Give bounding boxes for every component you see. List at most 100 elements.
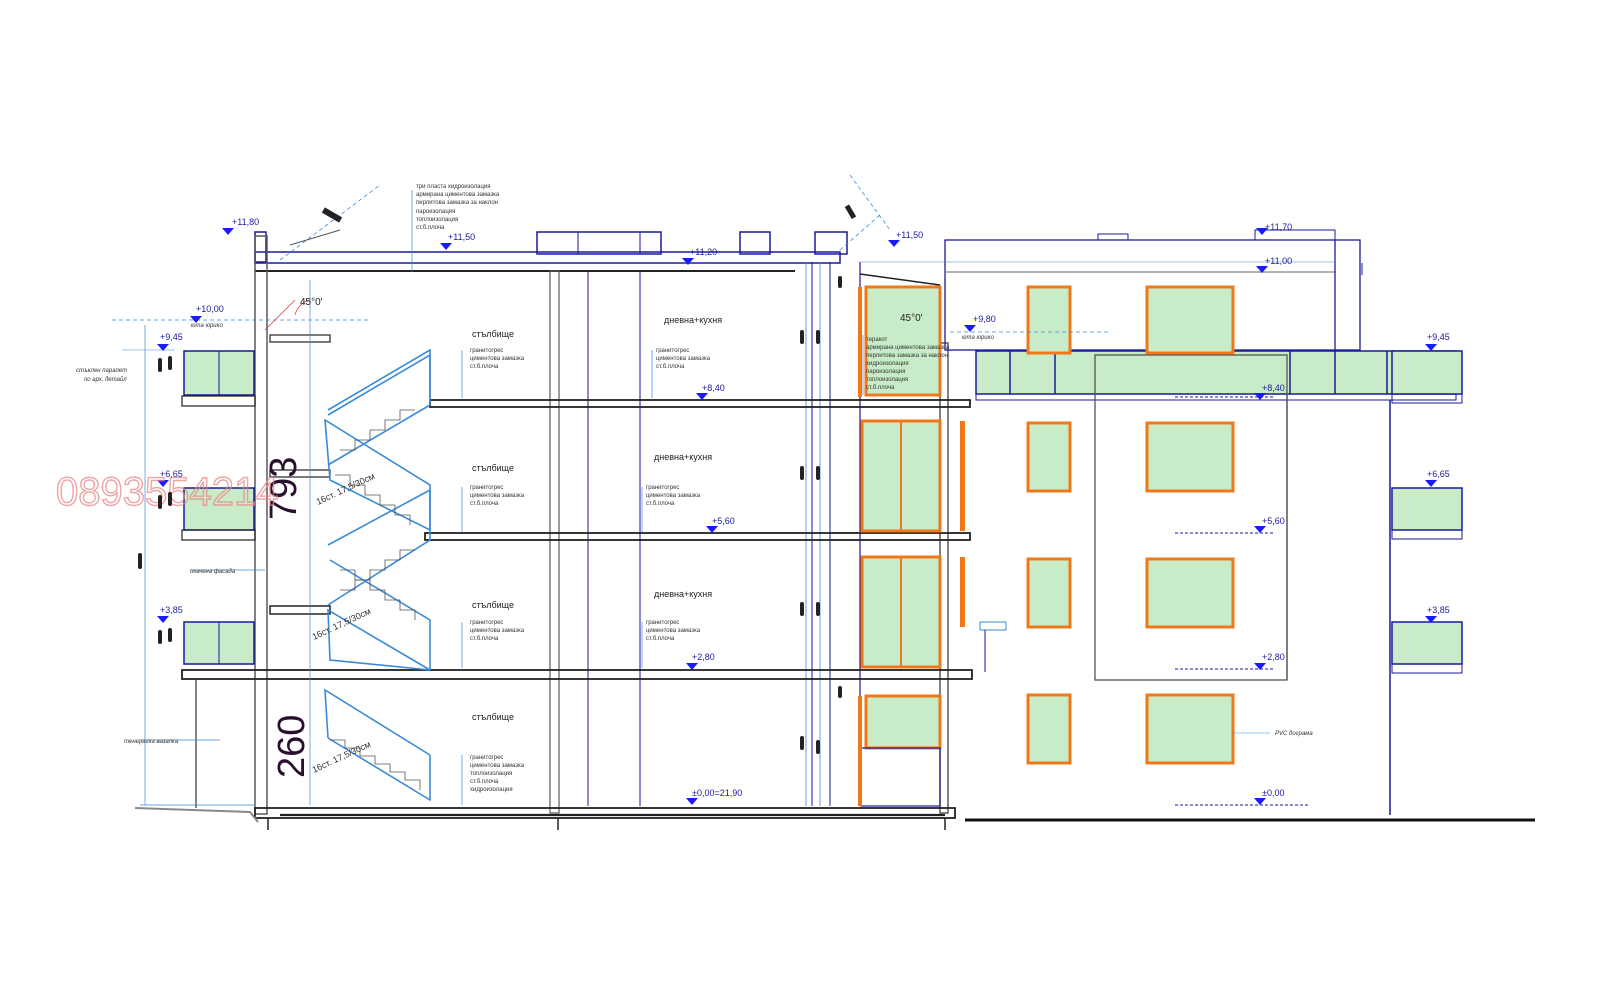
- stairs: [324, 348, 431, 802]
- dimension-ticks: [158, 276, 842, 754]
- elev-balcony-3: [1391, 350, 1463, 395]
- svg-text:циментова замазка: циментова замазка: [470, 356, 525, 362]
- dimension-lines: [264, 190, 864, 805]
- roof-vent: [739, 231, 771, 255]
- level-ground: ±0,00=21,90: [692, 788, 742, 798]
- level-balcony-2-left: +6,65: [160, 469, 183, 479]
- level-floor-1: +2,80: [692, 652, 715, 662]
- level-balcony-2-right: +6,65: [1427, 469, 1450, 479]
- landing-3: [269, 334, 331, 343]
- landing-1: [269, 605, 331, 615]
- room-stair-1: стълбище: [472, 600, 514, 610]
- stair-flight-6: [327, 348, 431, 411]
- svg-text:гранитогрес: гранитогрес: [646, 485, 679, 491]
- glass-parapet-label-2: по арх. детайл: [84, 376, 127, 383]
- angle-left-label: 45°0': [300, 297, 323, 308]
- room-living-1: дневна+кухня: [654, 589, 712, 599]
- svg-text:циментова замазка: циментова замазка: [470, 493, 525, 499]
- glass-parapet-label-1: стъклен парапет: [76, 368, 127, 374]
- left-balconies: [112, 319, 370, 808]
- dimension-height-upper: 793: [263, 457, 305, 520]
- elev-window-large-4: [1145, 285, 1235, 355]
- phone-watermark: 0893554214: [56, 470, 278, 514]
- roof: [254, 174, 941, 286]
- svg-text:теракот: теракот: [866, 337, 888, 343]
- svg-text:топлоизолация: топлоизолация: [470, 771, 512, 777]
- roof-layer-spec: три пласта хидроизолация армирана цимент…: [416, 184, 500, 231]
- elev-balcony-2: [1391, 487, 1463, 531]
- svg-text:циментова замазка: циментова замазка: [646, 628, 701, 634]
- room-labels: стълбище дневна+кухня стълбище дневна+ку…: [472, 315, 722, 722]
- floor-layer-spec-1: гранитогрес циментова замазка ст.б.плоча…: [470, 620, 701, 642]
- stair-spec-2: 16ст. 17,5/30см: [315, 471, 377, 507]
- terrace-layer-spec: теракот армирана циментова замазка перли…: [866, 337, 950, 391]
- level-balcony-1-right: +3,85: [1427, 605, 1450, 615]
- elev-window-large-2: [1145, 557, 1235, 629]
- svg-text:топлоизолация: топлоизолация: [416, 217, 458, 223]
- svg-text:армирана циментова замазка: армирана циментова замазка: [866, 345, 950, 351]
- level-parapet-right: +9,45: [1427, 332, 1450, 342]
- level-roof-right: +11,50: [896, 230, 923, 240]
- roof-parapet-right: [814, 231, 848, 255]
- stair-spec-labels: 16ст. 17,5/30см 16ст. 17,5/30см 16ст. 17…: [311, 471, 377, 775]
- svg-text:гранитогрес: гранитогрес: [656, 348, 689, 354]
- slab-floor-3: [429, 399, 971, 408]
- roof-equipment: [536, 231, 662, 255]
- room-living-3: дневна+кухня: [664, 315, 722, 325]
- stair-flight-4: [324, 418, 431, 532]
- stair-flight-3: [327, 488, 431, 606]
- roof-edge-right-label: юта юрико: [962, 335, 994, 341]
- svg-text:хидроизолация: хидроизолация: [866, 361, 909, 367]
- floor-layer-spec-2: гранитогрес циментова замазка ст.б.плоча…: [470, 485, 701, 507]
- stair-spec-1: 16ст. 17,5/30см: [311, 606, 373, 642]
- roof-edge-left-label: юта юрико: [191, 323, 223, 329]
- level-floor-3: +8,40: [702, 383, 725, 393]
- svg-text:три пласта хидроизолация: три пласта хидроизолация: [416, 184, 491, 190]
- elev-window-large-1: [1145, 693, 1235, 765]
- svg-text:пароизолация: пароизолация: [866, 369, 905, 375]
- level-labels: +11,80 +11,50 +11,20 +11,50 +11,70 +11,0…: [160, 217, 1450, 798]
- annotations: юта юрико юта юрико стъклен парапет по а…: [76, 297, 1313, 745]
- level-roof-slab: +11,20: [690, 247, 717, 257]
- pvc-label: PVC дограма: [1275, 731, 1313, 737]
- room-stair-2: стълбище: [472, 463, 514, 473]
- level-markers: [157, 228, 1437, 805]
- elev-window-small-4: [1026, 285, 1072, 355]
- angle-right-label: 45°0': [900, 313, 923, 324]
- level-elev-floor-2: +5,60: [1262, 516, 1285, 526]
- svg-text:ст.б.плоча: ст.б.плоча: [866, 385, 895, 391]
- level-roof-top: +11,80: [232, 217, 259, 227]
- section-windows: [858, 285, 965, 807]
- pavement-label: тенерагка вазалка: [124, 739, 179, 745]
- svg-text:ст.б.плоча: ст.б.плоча: [470, 636, 499, 642]
- balcony-glass-left-2: [183, 487, 255, 531]
- elev-window-small-2: [1026, 557, 1072, 629]
- svg-text:циментова замазка: циментова замазка: [470, 628, 525, 634]
- level-parapet-left: +9,45: [160, 332, 183, 342]
- elevation-central-block: [1094, 354, 1288, 681]
- section-window-3: [864, 285, 942, 397]
- facade-label: окачена фасада: [190, 569, 236, 575]
- svg-text:хидроизолация: хидроизолация: [470, 787, 513, 793]
- roof-drain-line: [289, 229, 341, 246]
- svg-text:гранитогрес: гранитогрес: [470, 348, 503, 354]
- svg-text:гранитогрес: гранитогрес: [470, 485, 503, 491]
- svg-text:топлоизолация: топлоизолация: [866, 377, 908, 383]
- level-floor-2: +5,60: [712, 516, 735, 526]
- svg-text:ст.б.плоча: ст.б.плоча: [416, 225, 445, 231]
- svg-text:армирана циментова замазка: армирана циментова замазка: [416, 192, 500, 198]
- level-balcony-1-left: +3,85: [160, 605, 183, 615]
- ground-layer-spec: гранитогрес циментова замазка топлоизола…: [470, 755, 525, 793]
- elevation: [860, 229, 1463, 815]
- level-elev-ground: ±0,00: [1262, 788, 1284, 798]
- elev-window-large-3: [1145, 421, 1235, 493]
- svg-text:перлитова замазка за наклон: перлитова замазка за наклон: [416, 200, 498, 206]
- ground-slab: [254, 807, 956, 819]
- level-top-right: +9,80: [973, 314, 996, 324]
- left-exterior-wall: [254, 235, 268, 815]
- floor-layer-spec-3: гранитогрес циментова замазка ст.б.плоча…: [470, 348, 711, 370]
- room-stair-0: стълбище: [472, 712, 514, 722]
- room-stair-3: стълбище: [472, 329, 514, 339]
- slab-floor-1: [181, 669, 973, 680]
- elev-window-small-1: [1026, 693, 1072, 765]
